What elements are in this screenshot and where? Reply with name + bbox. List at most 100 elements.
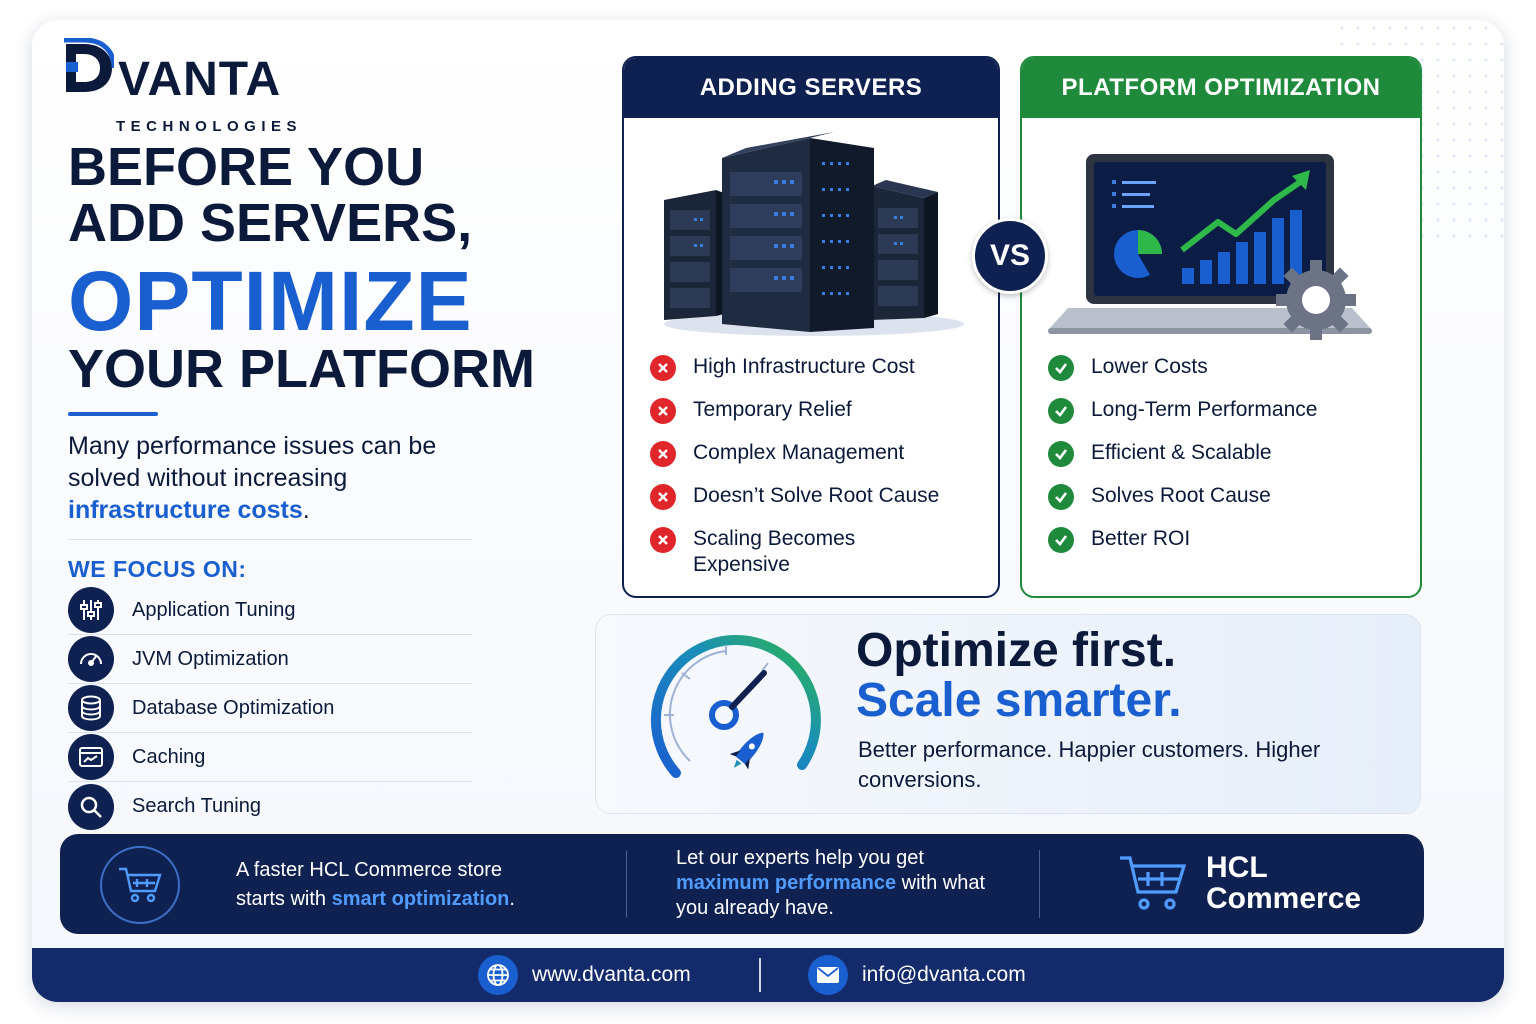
vs-badge: VS [972, 218, 1048, 294]
con-item-label: High Infrastructure Cost [693, 355, 915, 378]
infographic-card: VANTA TECHNOLOGIES BEFORE YOU ADD SERVER… [32, 20, 1504, 1002]
headline-accent-rule [68, 412, 158, 416]
pro-item: Solves Root Cause [1048, 483, 1396, 525]
headline-line-1: BEFORE YOU [68, 137, 425, 197]
con-item: Temporary Relief [650, 397, 974, 439]
pro-item-label: Efficient & Scalable [1091, 441, 1272, 464]
intro-text: Many performance issues can be solved wi… [68, 432, 437, 492]
focus-item-label: Search Tuning [132, 795, 261, 817]
brand-subtitle: TECHNOLOGIES [116, 118, 303, 135]
pro-item: Lower Costs [1048, 354, 1396, 396]
con-item: Complex Management [650, 440, 974, 482]
con-item: Scaling Becomes Expensive [650, 526, 974, 578]
pro-item: Better ROI [1048, 526, 1396, 568]
x-icon [650, 484, 676, 510]
headline-line-4: YOUR PLATFORM [68, 339, 535, 399]
pro-item: Long-Term Performance [1048, 397, 1396, 439]
focus-item: JVM Optimization [68, 635, 472, 684]
adding-servers-title: ADDING SERVERS [624, 58, 998, 118]
check-icon [1048, 398, 1074, 424]
speedometer-icon [68, 636, 114, 682]
con-item-label: Temporary Relief [693, 398, 852, 421]
pro-item-label: Long-Term Performance [1091, 398, 1318, 421]
banner-message-1-highlight: smart optimization [331, 888, 510, 910]
banner-message-2-highlight: maximum performance [676, 872, 897, 894]
hcl-logo-line-1: HCL [1206, 851, 1268, 884]
laptop-growth-icon [1022, 118, 1420, 354]
database-icon [68, 685, 114, 731]
tagline-line-2: Scale smarter. [856, 674, 1182, 727]
cta-banner: A faster HCL Commerce store starts with … [60, 834, 1424, 934]
server-rack-icon [624, 118, 998, 354]
banner-message-1: A faster HCL Commerce store starts with … [236, 856, 556, 914]
focus-item-label: JVM Optimization [132, 647, 289, 670]
con-item: High Infrastructure Cost [650, 354, 974, 396]
tagline-card: Optimize first. Scale smarter. Better pe… [595, 614, 1421, 814]
focus-item: Database Optimization [68, 684, 472, 733]
banner-message-2-tail: with what you already have. [676, 872, 986, 919]
banner-message-2-text: Let our experts help you get [676, 847, 924, 869]
con-item-label: Complex Management [693, 441, 905, 464]
contact-footer: www.dvanta.com info@dvanta.com [32, 948, 1504, 1002]
focus-item-label: Database Optimization [132, 696, 335, 719]
pro-item-label: Lower Costs [1091, 355, 1208, 378]
email-text: info@dvanta.com [862, 963, 1026, 986]
pro-item-label: Solves Root Cause [1091, 484, 1271, 507]
website-text: www.dvanta.com [532, 963, 691, 986]
brand-name: VANTA [118, 53, 282, 106]
hcl-logo-line-2: Commerce [1206, 882, 1362, 915]
headline-line-2: ADD SERVERS, [68, 193, 473, 253]
headline-line-3: OPTIMIZE [68, 254, 473, 348]
check-icon [1048, 527, 1074, 553]
con-item: Doesn’t Solve Root Cause [650, 483, 974, 525]
check-icon [1048, 355, 1074, 381]
banner-divider [1039, 850, 1040, 918]
dvanta-d-logo-icon [64, 38, 114, 92]
envelope-icon [808, 955, 848, 995]
focus-item: Search Tuning [68, 782, 472, 831]
banner-message-1-tail: . [509, 888, 515, 910]
focus-item: Caching [68, 733, 472, 782]
cart-icon [100, 846, 180, 924]
focus-title: WE FOCUS ON: [68, 556, 247, 582]
hcl-cart-icon [1120, 856, 1187, 910]
x-icon [650, 441, 676, 467]
tagline-line-1: Optimize first. [856, 624, 1177, 677]
con-item-label: Scaling Becomes Expensive [693, 527, 856, 576]
platform-optimization-list: Lower Costs Long-Term Performance Effici… [1022, 354, 1420, 568]
check-icon [1048, 441, 1074, 467]
focus-item-label: Application Tuning [132, 598, 296, 621]
adding-servers-list: High Infrastructure Cost Temporary Relie… [624, 354, 998, 578]
gauge-rocket-icon [650, 634, 821, 778]
banner-message-2: Let our experts help you get maximum per… [676, 846, 996, 921]
sliders-icon [68, 587, 114, 633]
website-link[interactable]: www.dvanta.com [478, 955, 691, 995]
check-icon [1048, 484, 1074, 510]
search-icon [68, 783, 114, 830]
pro-item: Efficient & Scalable [1048, 440, 1396, 482]
banner-message-1-text: A faster HCL Commerce store starts with [236, 859, 503, 910]
platform-optimization-title: PLATFORM OPTIMIZATION [1022, 58, 1420, 118]
focus-item: Application Tuning [68, 586, 472, 635]
adding-servers-panel: ADDING SERVERS [622, 56, 1000, 598]
x-icon [650, 527, 676, 553]
x-icon [650, 398, 676, 424]
cache-icon [68, 734, 114, 780]
brand-logo: VANTA TECHNOLOGIES [62, 38, 332, 138]
intro-paragraph: Many performance issues can be solved wi… [68, 430, 488, 526]
tagline-body: Better performance. Happier customers. H… [858, 737, 1321, 792]
focus-list: Application Tuning JVM Optimization Data… [68, 586, 472, 831]
footer-divider [759, 958, 761, 992]
left-divider [68, 539, 472, 540]
focus-item-label: Caching [132, 745, 206, 768]
platform-optimization-panel: PLATFORM OPTIMIZATION [1020, 56, 1422, 598]
x-icon [650, 355, 676, 381]
pro-item-label: Better ROI [1091, 527, 1191, 550]
banner-divider [626, 850, 627, 918]
globe-icon [478, 955, 518, 995]
email-link[interactable]: info@dvanta.com [808, 955, 1026, 995]
hcl-commerce-logo: HCL Commerce [1206, 852, 1361, 914]
con-item-label: Doesn’t Solve Root Cause [693, 484, 940, 507]
intro-highlight: infrastructure costs [68, 496, 303, 524]
intro-tail: . [302, 496, 310, 524]
